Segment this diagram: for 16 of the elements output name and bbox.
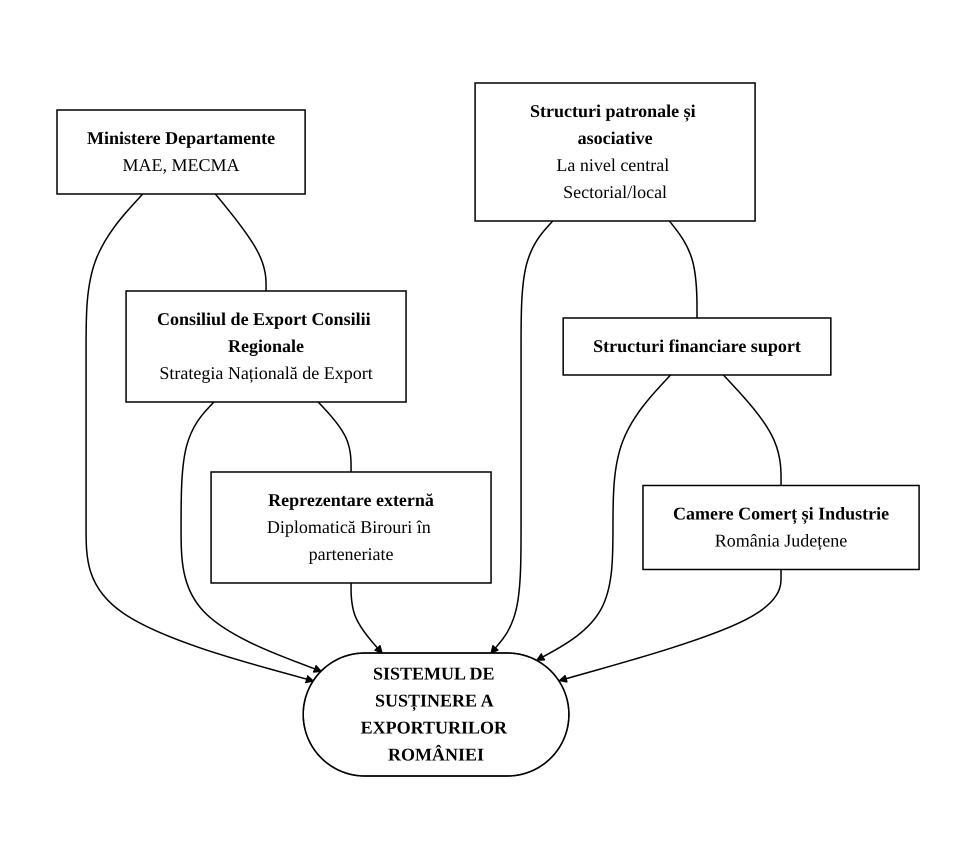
connector <box>723 374 782 486</box>
arrow <box>86 193 315 684</box>
arrow <box>180 401 323 673</box>
connector <box>318 401 352 472</box>
arrow <box>350 583 384 654</box>
connector <box>215 194 268 291</box>
connector <box>669 220 698 318</box>
arrow <box>490 220 554 654</box>
node-box: Structuri patronale și asociative La nivel central Sectorial/local <box>474 82 756 222</box>
node-box: Camere Comerț și Industrie România Județene <box>642 484 920 570</box>
node-box: Consiliul de Export Consilii Regionale Strategia Națională de Export <box>126 290 408 403</box>
node-box: Reprezentare externă Diplomatică Birouri în parteneriate <box>210 471 492 584</box>
arrow <box>559 570 782 683</box>
node-box: Structuri financiare suport <box>562 317 832 376</box>
arrow <box>536 374 672 661</box>
node-box: Ministere Departamente MAE, MECMA <box>56 109 306 195</box>
